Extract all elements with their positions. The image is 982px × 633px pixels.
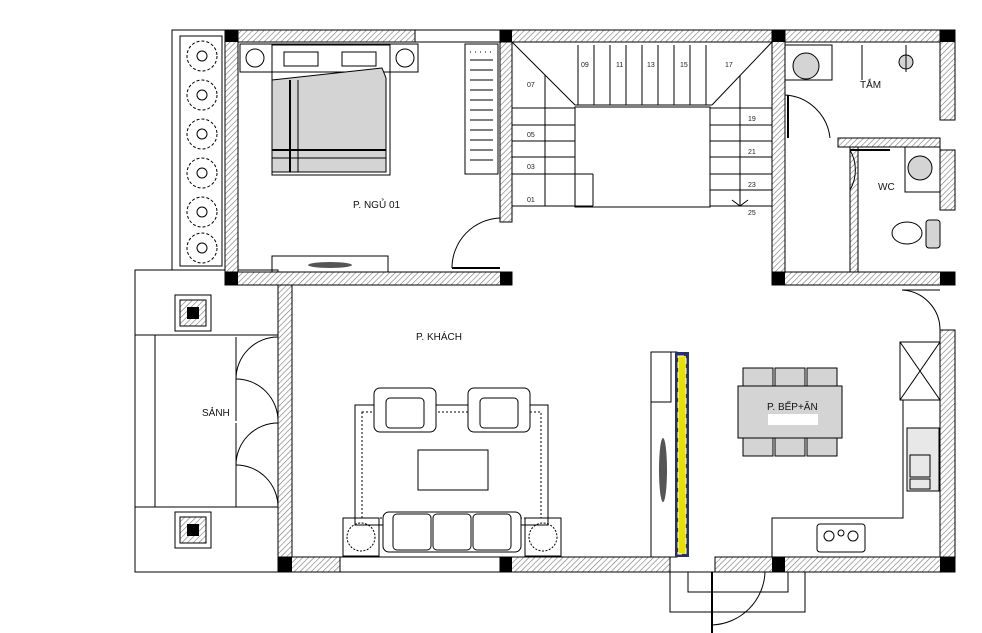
tv-cabinet bbox=[271, 255, 389, 273]
bed bbox=[239, 43, 419, 176]
wardrobe bbox=[464, 43, 499, 175]
kitchen-counter bbox=[771, 341, 941, 557]
step-15: 15 bbox=[680, 62, 688, 69]
room-label-kitchen-dining: P. BẾP+ĂN bbox=[767, 400, 818, 413]
room-label-living: P. KHÁCH bbox=[416, 330, 462, 343]
step-01: 01 bbox=[527, 197, 535, 204]
main-door bbox=[669, 571, 806, 633]
lobby-area bbox=[134, 269, 279, 573]
bathroom-fixtures bbox=[784, 44, 941, 331]
lobby-doors bbox=[235, 336, 279, 508]
room-label-shower: TẮM bbox=[860, 78, 881, 91]
step-23: 23 bbox=[748, 182, 756, 189]
step-03: 03 bbox=[527, 164, 535, 171]
step-09: 09 bbox=[581, 62, 589, 69]
step-05: 05 bbox=[527, 132, 535, 139]
planter-strip bbox=[171, 29, 226, 271]
step-11: 11 bbox=[616, 62, 623, 69]
room-label-wc: WC bbox=[878, 182, 895, 193]
room-label-bedroom: P. NGỦ 01 bbox=[353, 198, 400, 211]
dining-table bbox=[737, 367, 843, 457]
step-21: 21 bbox=[748, 149, 756, 156]
bedroom-door bbox=[451, 217, 501, 269]
stair-step-numbers: 01 03 05 07 09 11 13 15 17 19 21 23 25 bbox=[527, 62, 756, 217]
tv-partition bbox=[650, 351, 689, 558]
step-07: 07 bbox=[527, 82, 535, 89]
step-17: 17 bbox=[725, 62, 733, 69]
room-label-lobby: SẢNH bbox=[202, 406, 230, 419]
walls bbox=[224, 29, 956, 573]
living-room-furniture bbox=[342, 387, 562, 557]
step-25: 25 bbox=[748, 210, 756, 217]
staircase bbox=[511, 41, 773, 208]
step-13: 13 bbox=[647, 62, 655, 69]
step-19: 19 bbox=[748, 116, 756, 123]
column-planter bbox=[174, 294, 212, 549]
